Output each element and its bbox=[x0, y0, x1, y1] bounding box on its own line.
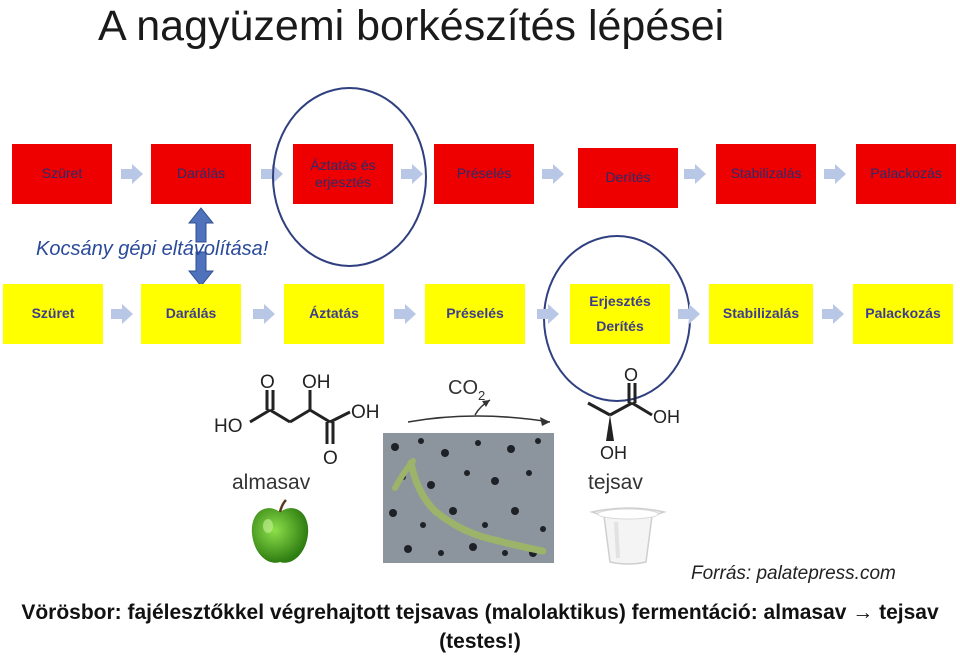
row1-step-preseles: Préselés bbox=[434, 144, 534, 204]
malic-acid-label: almasav bbox=[232, 471, 311, 494]
row2-step-erjesztes-derites: Erjesztés Derítés bbox=[570, 284, 670, 344]
arrow-right-icon bbox=[121, 164, 143, 184]
yogurt-cup-image bbox=[589, 507, 667, 565]
arrow-right-icon bbox=[253, 304, 275, 324]
page-title: A nagyüzemi borkészítés lépései bbox=[98, 2, 725, 50]
row1-step-daralas: Darálás bbox=[151, 144, 251, 204]
lactic-acid-label: tejsav bbox=[588, 471, 643, 494]
row1-step-szuret: Szüret bbox=[12, 144, 112, 204]
row2-step-daralas: Darálás bbox=[141, 284, 241, 344]
row2-step-stabilizalas: Stabilizalás bbox=[709, 284, 813, 344]
arrow-right-icon bbox=[394, 304, 416, 324]
row2-step-erjesztes: Erjesztés bbox=[589, 292, 651, 309]
lactic-acid-structure: O OH OH bbox=[587, 365, 680, 463]
arrow-right-icon bbox=[822, 304, 844, 324]
row2-step-palackozas: Palackozás bbox=[853, 284, 953, 344]
row1-step-stabilizalas: Stabilizalás bbox=[716, 144, 816, 204]
source-text: Forrás: palatepress.com bbox=[691, 563, 896, 584]
atom-oh: OH bbox=[653, 407, 680, 427]
caption-text: Vörösbor: fajélesztőkkel végrehajtott te… bbox=[21, 601, 939, 654]
reaction-arrow-co2: CO2 bbox=[407, 377, 551, 426]
atom-ho: HO bbox=[214, 416, 243, 437]
up-down-arrow-icon bbox=[188, 207, 214, 287]
malic-acid-structure: O OH HO OH O bbox=[214, 372, 380, 469]
atom-oh: OH bbox=[351, 402, 380, 423]
atom-o: O bbox=[323, 448, 338, 469]
row2-step-szuret: Szüret bbox=[3, 284, 103, 344]
arrow-right-icon bbox=[684, 164, 706, 184]
apple-image bbox=[251, 499, 309, 563]
co2-label: CO2 bbox=[448, 377, 485, 403]
atom-oh: OH bbox=[600, 443, 627, 463]
row2-step-derites: Derítés bbox=[596, 318, 644, 334]
arrow-right-icon bbox=[537, 304, 559, 324]
row2-step-preseles: Préselés bbox=[425, 284, 525, 344]
bacteria-micrograph-image bbox=[383, 433, 554, 563]
arrow-right-icon bbox=[678, 304, 700, 324]
atom-o: O bbox=[260, 372, 275, 393]
row1-step-derites: Derítés bbox=[578, 148, 678, 208]
note-text: Kocsány gépi eltávolítása! bbox=[36, 238, 269, 260]
row2-step-aztatas: Áztatás bbox=[284, 284, 384, 344]
atom-oh: OH bbox=[302, 372, 331, 393]
highlight-circle bbox=[272, 87, 427, 267]
arrow-right-icon bbox=[111, 304, 133, 324]
row1-step-palackozas: Palackozás bbox=[856, 144, 956, 204]
arrow-right-icon bbox=[824, 164, 846, 184]
arrow-right-icon bbox=[542, 164, 564, 184]
atom-o: O bbox=[624, 365, 638, 385]
